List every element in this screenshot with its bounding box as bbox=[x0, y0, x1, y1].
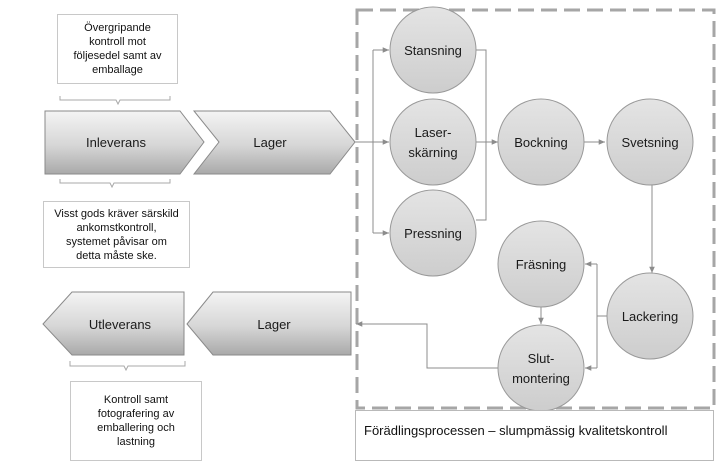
svetsning-label: Svetsning bbox=[621, 135, 678, 150]
process-step-slutmontering: Slut- montering bbox=[497, 324, 585, 412]
process-step-laserskarning: Laser- skärning bbox=[389, 98, 477, 186]
note-top-line4: emballage bbox=[92, 64, 143, 76]
note-bottom-line1: Kontroll samt bbox=[103, 394, 169, 406]
utleverans-arrow: Utleverans bbox=[42, 291, 185, 356]
connector-from-pressning bbox=[476, 142, 487, 221]
note-middle-line1: Visst gods kräver särskild bbox=[54, 207, 179, 220]
process-step-lackering: Lackering bbox=[606, 272, 694, 360]
connector-slutmontering-out bbox=[356, 321, 498, 369]
inleverans-arrow: Inleverans bbox=[44, 110, 205, 175]
note-bottom-line2: fotografering av bbox=[97, 408, 175, 420]
note-middle-line3: systemet påvisar om bbox=[66, 235, 167, 248]
laserskarning-label-line1: Laser- bbox=[415, 125, 452, 140]
pressning-label: Pressning bbox=[404, 226, 462, 241]
slutmontering-label-line2: montering bbox=[512, 371, 570, 386]
lager-in-label: Lager bbox=[253, 135, 287, 150]
middle-note-brace bbox=[59, 179, 171, 189]
note-overgripande-kontroll: Övergripande kontroll mot följesedel sam… bbox=[57, 14, 178, 84]
note-bottom-line3: emballering och bbox=[97, 422, 175, 434]
connector-from-stansning bbox=[476, 49, 487, 142]
stansning-label: Stansning bbox=[404, 43, 462, 58]
lager-out-arrow: Lager bbox=[186, 291, 352, 356]
note-ankomstkontroll: Visst gods kräver särskild ankomstkontro… bbox=[43, 201, 190, 268]
note-middle-line4: detta måste ske. bbox=[76, 249, 157, 262]
slutmontering-label-line1: Slut- bbox=[528, 351, 555, 366]
note-bottom-line4: lastning bbox=[117, 436, 155, 448]
lager-out-label: Lager bbox=[257, 317, 291, 332]
note-top-line3: följesedel samt av bbox=[73, 50, 162, 62]
laserskarning-label-line2: skärning bbox=[408, 145, 457, 160]
note-top-line2: kontroll mot bbox=[89, 36, 146, 48]
connectors bbox=[355, 47, 655, 371]
process-step-stansning: Stansning bbox=[389, 6, 477, 94]
bockning-label: Bockning bbox=[514, 135, 567, 150]
lackering-label: Lackering bbox=[622, 309, 678, 324]
lager-in-arrow: Lager bbox=[192, 110, 356, 175]
process-step-pressning: Pressning bbox=[389, 189, 477, 277]
note-top-line1: Övergripande bbox=[84, 22, 151, 34]
inleverans-label: Inleverans bbox=[86, 135, 146, 150]
process-step-svetsning: Svetsning bbox=[606, 98, 694, 186]
note-middle-line2: ankomstkontroll, bbox=[76, 221, 157, 234]
top-note-brace bbox=[59, 96, 171, 106]
frasning-label: Fräsning bbox=[516, 257, 567, 272]
process-caption: Förädlingsprocessen – slumpmässig kvalit… bbox=[355, 410, 714, 461]
process-step-frasning: Fräsning bbox=[497, 220, 585, 308]
bottom-note-brace bbox=[69, 361, 186, 372]
note-kontroll-fotografering: Kontroll samt fotografering av emballeri… bbox=[70, 381, 202, 461]
utleverans-label: Utleverans bbox=[89, 317, 152, 332]
process-step-bockning: Bockning bbox=[497, 98, 585, 186]
